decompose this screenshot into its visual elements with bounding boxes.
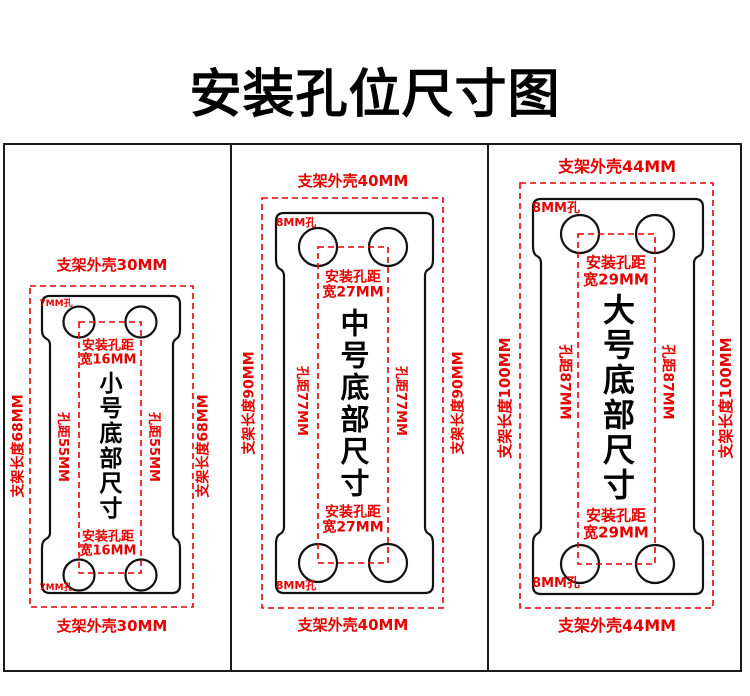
large-mount-pitch-top-line1: 安装孔距: [585, 253, 647, 272]
small-shell-length-left-label: 支架长度68MM: [10, 394, 27, 498]
medium-hole-pitch-left-label: 孔距77MM: [294, 366, 310, 436]
large-center-label: 大号底部尺寸: [598, 293, 636, 503]
medium-mount-pitch-bottom-label: 安装孔距 宽27MM: [322, 504, 384, 537]
small-center-label: 小号底部尺寸: [95, 371, 121, 521]
medium-hole-pitch-right-label: 孔距77MM: [393, 366, 409, 436]
large-bracket-outline: [531, 197, 705, 596]
small-hole-bottom-left: [62, 558, 96, 592]
medium-mount-pitch-bottom-line1: 安装孔距: [324, 504, 381, 521]
medium-shell-width-bottom-label: 支架外壳40MM: [297, 615, 409, 634]
small-outer-dashed-rect: [29, 285, 194, 608]
large-mount-pitch-top-line2: 宽29MM: [583, 270, 649, 288]
large-shell-width-top-label: 支架外壳44MM: [557, 157, 677, 177]
diagram-frame: [3, 143, 742, 672]
medium-mount-pitch-bottom-line2: 宽27MM: [322, 520, 384, 536]
large-mount-pitch-bottom-label: 安装孔距 宽29MM: [583, 506, 649, 541]
small-mount-pitch-bottom-line2: 宽16MM: [79, 544, 137, 559]
page-title: 安装孔位尺寸图: [189, 65, 561, 125]
small-shell-width-top-label: 支架外壳30MM: [56, 255, 168, 274]
large-mount-pitch-top-label: 安装孔距 宽29MM: [583, 253, 649, 288]
medium-mount-pitch-top-line1: 安装孔距: [324, 269, 381, 286]
medium-panel-drawing: [261, 197, 444, 609]
large-hole-diameter-top-label: 8MM孔: [532, 200, 580, 216]
large-hole-pitch-left-label: 孔距87MM: [556, 344, 573, 420]
small-shell-length-right-label: 支架长度68MM: [195, 394, 212, 498]
small-mount-pitch-top-line2: 宽16MM: [79, 353, 137, 368]
medium-mount-pitch-top-label: 安装孔距 宽27MM: [322, 269, 384, 302]
medium-center-label: 中号底部尺寸: [336, 308, 370, 500]
medium-hole-diameter-bottom-label: 8MM孔: [275, 578, 317, 592]
small-mount-pitch-bottom-line1: 安装孔距: [81, 529, 134, 545]
small-hole-top-right: [124, 305, 158, 339]
medium-shell-length-left-label: 支架长度90MM: [241, 351, 258, 455]
small-hole-center-dashed-rect: [78, 321, 142, 574]
small-panel-drawing: [29, 285, 194, 608]
panel-divider-1: [230, 145, 232, 670]
small-shell-width-bottom-label: 支架外壳30MM: [56, 616, 168, 635]
large-hole-pitch-right-label: 孔距87MM: [659, 344, 676, 420]
medium-outer-dashed-rect: [261, 197, 444, 609]
large-shell-length-right-label: 支架长度100MM: [716, 337, 735, 459]
small-hole-bottom-right: [124, 558, 158, 592]
large-panel-drawing: [519, 182, 714, 609]
small-mount-pitch-bottom-label: 安装孔距 宽16MM: [79, 529, 137, 560]
large-outer-dashed-rect: [519, 182, 714, 609]
large-mount-pitch-bottom-line1: 安装孔距: [585, 506, 647, 525]
small-bracket-outline: [40, 294, 182, 595]
small-mount-pitch-top-line1: 安装孔距: [81, 338, 134, 354]
large-shell-width-bottom-label: 支架外壳44MM: [557, 616, 677, 636]
medium-hole-center-dashed-rect: [317, 246, 389, 564]
small-hole-diameter-bottom-label: 7MM孔: [39, 583, 73, 594]
small-hole-pitch-right-label: 孔距55MM: [146, 412, 162, 482]
medium-shell-length-right-label: 支架长度90MM: [450, 351, 467, 455]
medium-bracket-outline: [274, 211, 435, 595]
medium-mount-pitch-top-line2: 宽27MM: [322, 285, 384, 301]
large-shell-length-left-label: 支架长度100MM: [495, 337, 514, 459]
large-mount-pitch-bottom-line2: 宽29MM: [583, 523, 649, 541]
large-hole-diameter-bottom-label: 8MM孔: [532, 575, 580, 591]
small-hole-diameter-top-label: 7MM孔: [39, 299, 73, 310]
large-hole-center-dashed-rect: [577, 233, 656, 565]
small-mount-pitch-top-label: 安装孔距 宽16MM: [79, 338, 137, 369]
medium-hole-diameter-top-label: 8MM孔: [275, 215, 317, 229]
small-hole-pitch-left-label: 孔距55MM: [55, 412, 71, 482]
medium-shell-width-top-label: 支架外壳40MM: [297, 171, 409, 190]
panel-divider-2: [487, 145, 489, 670]
